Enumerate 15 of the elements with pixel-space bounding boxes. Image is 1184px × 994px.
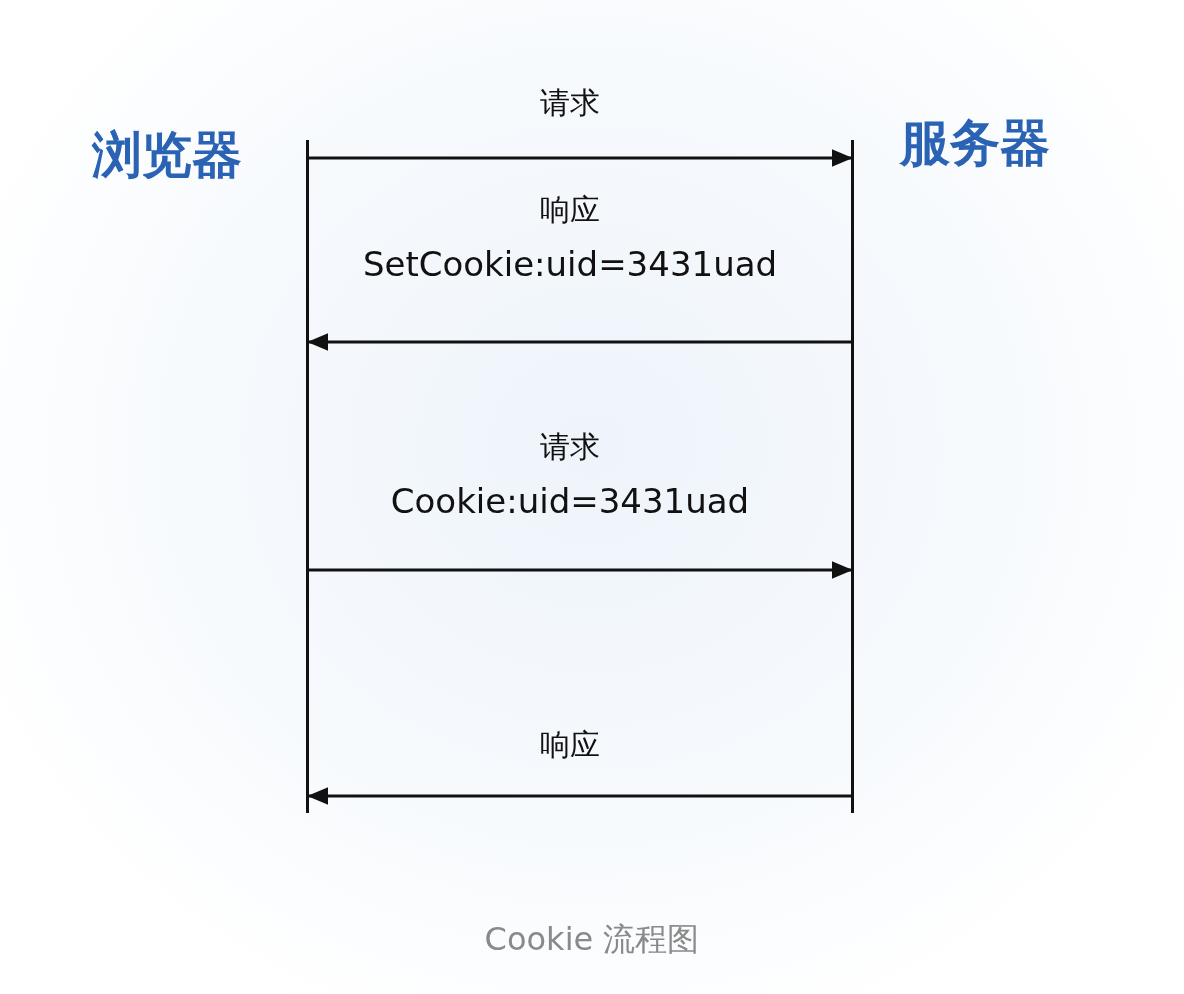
edge-label: 响应 — [540, 193, 600, 226]
message-arrow — [309, 149, 853, 167]
participant-name: 服务器 — [900, 110, 1050, 177]
message-arrow — [307, 787, 851, 805]
edge-label: 请求 — [540, 430, 600, 463]
lifeline — [851, 140, 854, 813]
edge-label: Cookie:uid=3431uad — [390, 483, 750, 521]
message-arrow — [307, 333, 851, 351]
participant-name: 浏览器 — [92, 122, 242, 189]
message-arrow — [309, 561, 853, 579]
caption: Cookie 流程图 — [483, 919, 701, 960]
lifeline — [306, 140, 309, 813]
edge-label: 请求 — [540, 86, 600, 119]
edge-label: SetCookie:uid=3431uad — [362, 246, 778, 284]
edge-label: 响应 — [540, 728, 600, 761]
